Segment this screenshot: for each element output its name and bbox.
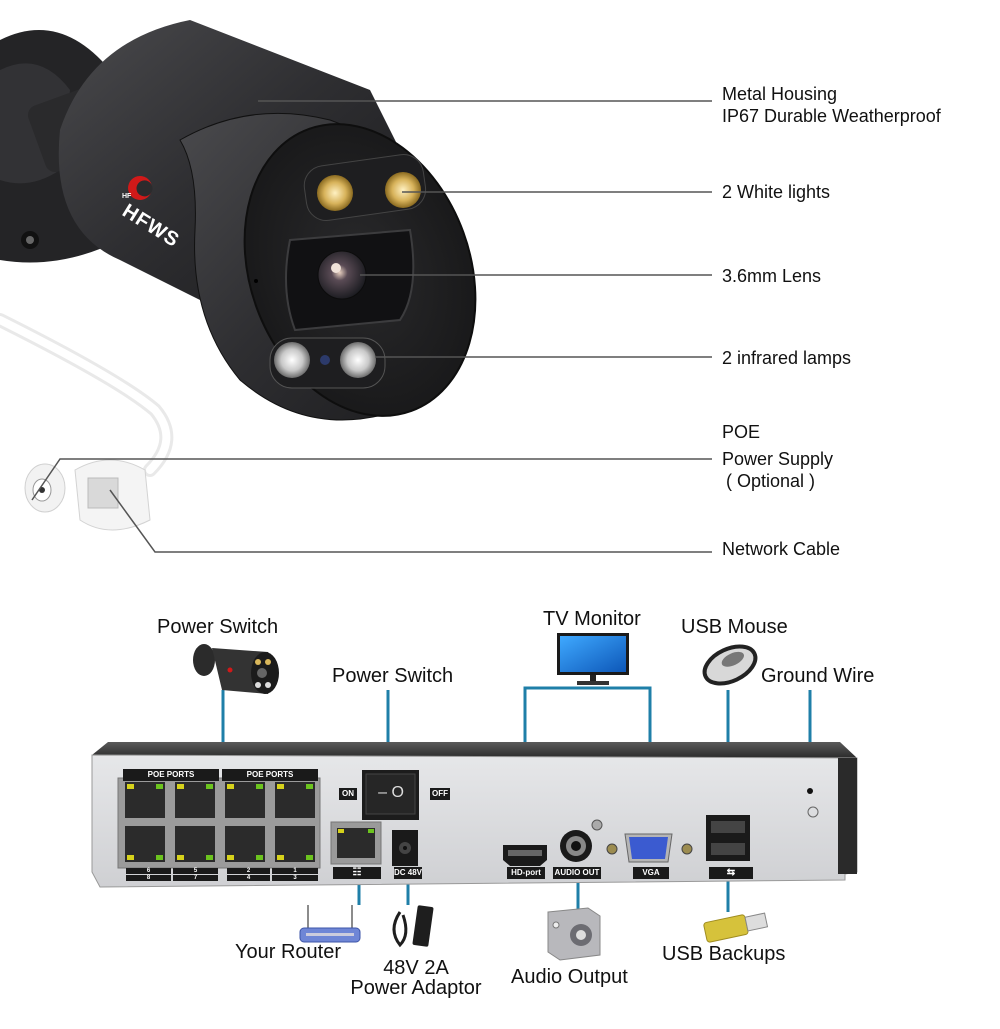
tv-monitor-icon (557, 633, 629, 685)
power-adaptor-icon (392, 905, 434, 948)
callout-power-supply: Power Supply ( Optional ) (722, 448, 833, 492)
network-icon: ☷ (352, 867, 362, 878)
brand-badge: HF (122, 193, 132, 200)
infrared-lamp-icon (340, 342, 376, 378)
speaker-icon (547, 907, 601, 961)
label-power-adaptor-line2: Power Adaptor (350, 977, 482, 999)
vga-port (624, 833, 673, 863)
callout-power-supply-line2: ( Optional ) (726, 471, 816, 491)
poe-ports-label-right: POE PORTS (222, 769, 318, 781)
callout-metal-housing-line2: IP67 Durable Weatherproof (722, 106, 941, 126)
label-ground-wire: Ground Wire (761, 665, 875, 687)
poe-ports (125, 782, 315, 862)
rocker-switch-glyph: – O (378, 784, 404, 801)
camera-body (58, 20, 477, 421)
audio-out-label: AUDIO OUT (553, 867, 601, 879)
brand-logo (128, 175, 153, 200)
callout-white-lights: 2 White lights (722, 182, 831, 202)
callout-lines (31, 100, 712, 553)
label-audio-output: Audio Output (511, 966, 628, 988)
callout-power-supply-line1: Power Supply (722, 449, 834, 469)
ground-screw-icon (807, 806, 819, 818)
callout-network-cable: Network Cable (722, 539, 841, 559)
vga-label: VGA (633, 867, 669, 879)
nvr-top (92, 742, 857, 758)
camera-illustration (0, 20, 712, 553)
usb-mouse-icon (702, 644, 758, 686)
switch-off-label: OFF (430, 788, 450, 800)
poe-ports-label-left: POE PORTS (123, 769, 219, 781)
lan-port (330, 821, 382, 865)
dc-48v-label: DC 48V (394, 867, 423, 879)
camera-cable (0, 313, 174, 531)
callout-metal-housing-line1: Metal Housing (722, 84, 838, 104)
label-power-adaptor: 48V 2A Power Adaptor (344, 958, 488, 998)
port-leds (127, 784, 313, 860)
usb-ports (706, 815, 750, 861)
label-usb-backups: USB Backups (662, 943, 786, 965)
port-number: 8 (126, 875, 171, 881)
hdmi-port (503, 845, 547, 866)
port-number: 5 (173, 868, 218, 874)
usb-label: ⇆ (709, 867, 753, 879)
callout-lens: 3.6mm Lens (722, 266, 822, 286)
lens-icon (317, 250, 367, 300)
infrared-lamp-icon (274, 342, 310, 378)
label-tv-monitor: TV Monitor (543, 608, 641, 630)
lan-label: ☷ (333, 867, 381, 879)
white-light-icon (385, 172, 421, 208)
audio-out-jack (560, 830, 592, 862)
port-number: 3 (272, 875, 318, 881)
poe-port-block (117, 777, 321, 869)
switch-on-label: ON (339, 788, 357, 800)
ground-hole (807, 788, 813, 794)
mini-camera-icon (193, 644, 279, 694)
label-your-router: Your Router (235, 941, 341, 963)
port-number: 4 (227, 875, 270, 881)
callout-infrared-lamps: 2 infrared lamps (722, 348, 852, 368)
label-power-switch: Power Switch (332, 665, 454, 687)
callout-poe-label: POE (722, 422, 761, 442)
dc-jack (392, 830, 418, 866)
label-usb-mouse: USB Mouse (681, 616, 788, 638)
router-icon (299, 905, 361, 943)
port-number: 2 (227, 868, 270, 874)
callout-metal-housing: Metal Housing IP67 Durable Weatherproof (722, 83, 941, 127)
port-number: 1 (272, 868, 318, 874)
usb-stick-icon (703, 912, 769, 943)
label-power-adaptor-line1: 48V 2A (383, 957, 449, 979)
label-camera-power-switch: Power Switch (157, 616, 279, 638)
port-number: 7 (173, 875, 218, 881)
hdmi-label: HD-port (507, 867, 545, 879)
usb-icon: ⇆ (726, 867, 736, 878)
white-light-icon (317, 175, 353, 211)
port-number: 6 (126, 868, 171, 874)
